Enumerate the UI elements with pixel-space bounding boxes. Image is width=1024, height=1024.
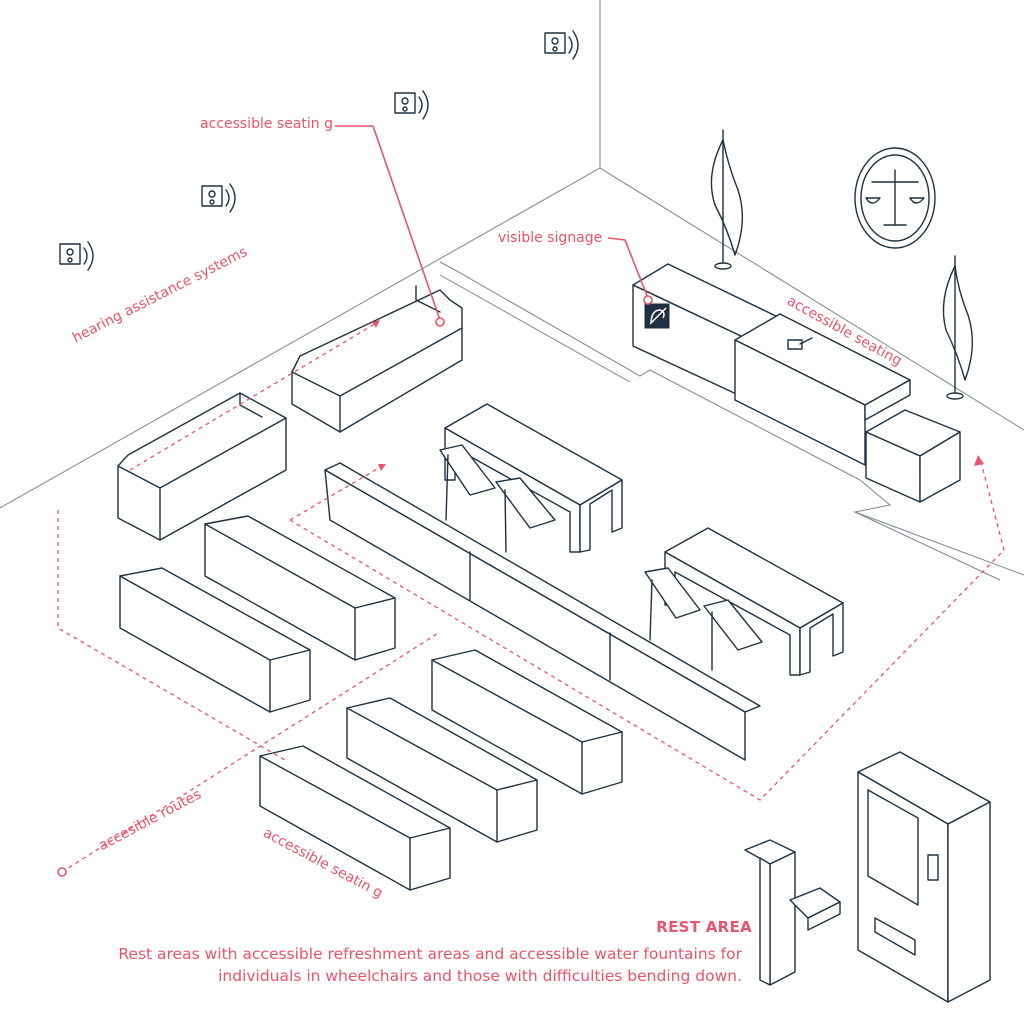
- rest-area-description: Rest areas with accessible refreshment a…: [118, 945, 742, 985]
- bench-row: [259, 745, 451, 891]
- seating-box: [117, 392, 287, 541]
- vending-machine: [857, 751, 991, 1003]
- gavel-icon: [787, 337, 813, 350]
- flag-icon: [710, 129, 744, 270]
- counsel-table: [644, 527, 844, 676]
- room-walls: [0, 0, 1024, 581]
- flag-icon: [942, 255, 974, 400]
- label-accessible-seating-top: accessible seatin g: [200, 116, 333, 132]
- speaker-icon: [544, 30, 579, 60]
- bench-row: [119, 567, 311, 713]
- speaker-icon: [201, 183, 236, 213]
- judge-bench: [632, 263, 961, 503]
- speaker-icon: [394, 90, 429, 120]
- counsel-table: [439, 403, 623, 553]
- bench-row: [346, 697, 538, 843]
- label-visible-signage: visible signage: [498, 230, 603, 246]
- bench-row: [431, 649, 623, 795]
- speaker-icon: [59, 241, 94, 271]
- jury-box: [291, 285, 463, 433]
- rest-area-title: REST AREA: [656, 918, 752, 936]
- bench-row: [204, 515, 396, 661]
- water-fountain: [744, 839, 841, 986]
- courtroom-rail: [324, 462, 761, 761]
- scales-of-justice-icon: [854, 147, 936, 249]
